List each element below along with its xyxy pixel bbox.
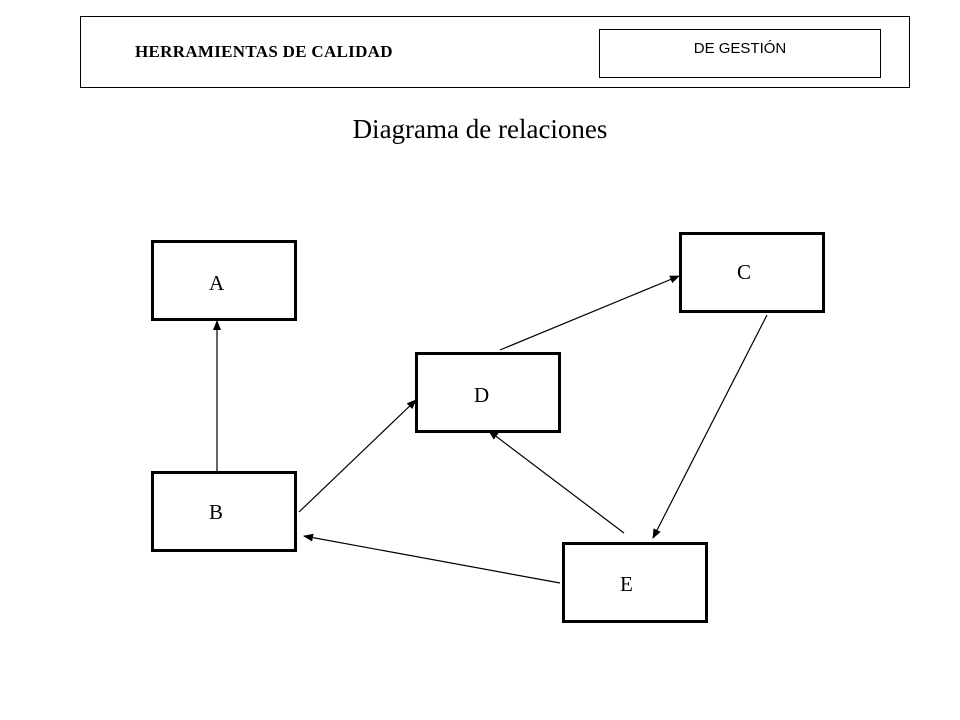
node-c: C (679, 232, 825, 313)
node-e: E (562, 542, 708, 623)
header-title: HERRAMIENTAS DE CALIDAD (135, 42, 393, 61)
edge-b-to-d (298, 399, 417, 513)
edge-e-to-d (488, 430, 625, 534)
diagram-title: Diagrama de relaciones (352, 114, 608, 144)
node-c-label: C (737, 260, 752, 284)
header-frame (80, 16, 910, 88)
edge-d-to-c (499, 275, 680, 351)
node-a: A (151, 240, 297, 321)
edge-c-to-e (652, 314, 768, 539)
node-d: D (415, 352, 561, 433)
node-b: B (151, 471, 297, 552)
node-a-label: A (209, 271, 225, 295)
header-category-label: DE GESTIÓN (693, 40, 787, 57)
node-e-label: E (620, 572, 633, 596)
node-d-label: D (474, 383, 490, 407)
node-b-label: B (209, 500, 224, 524)
edge-e-to-b (303, 533, 561, 584)
header-category-badge: DE GESTIÓN (599, 29, 881, 78)
